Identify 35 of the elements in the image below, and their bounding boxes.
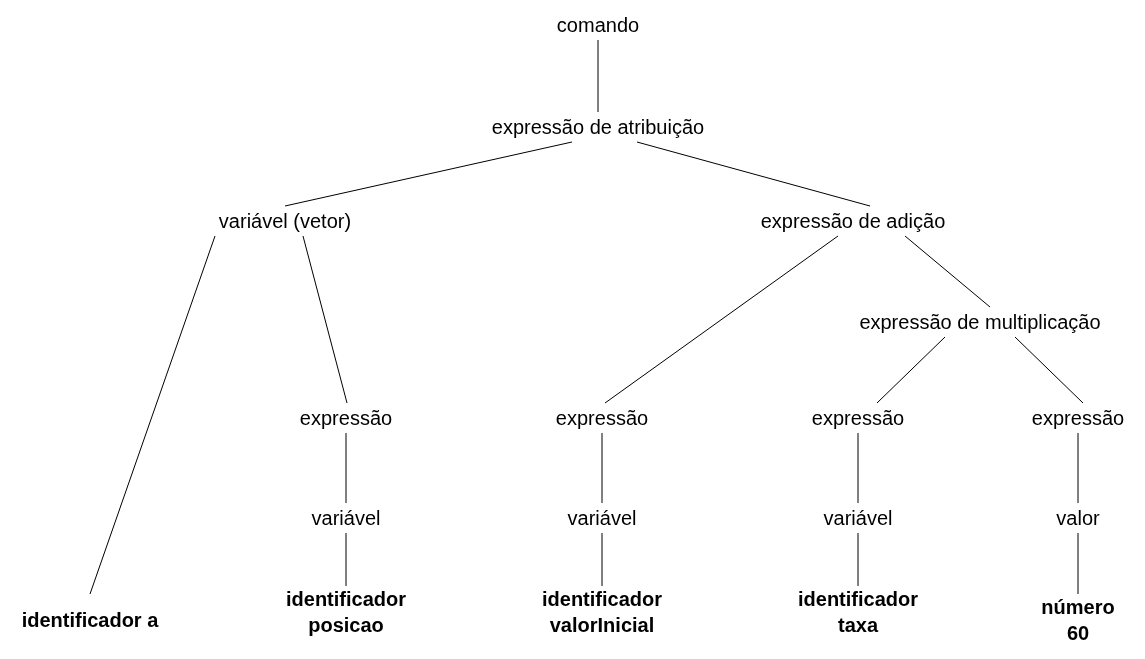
tree-line	[604, 235, 839, 404]
node-label: expressão de multiplicação	[859, 310, 1101, 335]
node-label: variável	[823, 506, 893, 531]
tree-line	[636, 141, 871, 207]
tree-line	[597, 39, 599, 113]
leaf-label: identificador posicao	[285, 587, 407, 638]
tree-line	[345, 532, 347, 587]
leaf-label: número 60	[1040, 595, 1116, 646]
tree-line	[601, 432, 603, 504]
node-label: variável	[311, 506, 381, 531]
tree-line	[857, 432, 859, 504]
tree-line	[601, 532, 603, 587]
node-label: comando	[556, 13, 640, 38]
node-label: expressão	[811, 406, 905, 431]
tree-line	[1014, 336, 1084, 404]
tree-line	[857, 532, 859, 587]
node-label: expressão de atribuição	[491, 115, 705, 140]
node-label: expressão	[299, 406, 393, 431]
tree-line	[1077, 532, 1079, 595]
node-label: expressão	[1031, 406, 1125, 431]
tree-line	[345, 432, 347, 504]
tree-line	[1077, 432, 1079, 504]
leaf-label: identificador a	[21, 608, 159, 633]
tree-line	[284, 141, 573, 207]
node-label: expressão	[555, 406, 649, 431]
node-label: expressão de adição	[760, 209, 946, 234]
tree-line	[876, 336, 946, 404]
node-label: variável	[567, 506, 637, 531]
leaf-label: identificador valorInicial	[541, 587, 663, 638]
node-label: variável (vetor)	[218, 209, 352, 234]
leaf-label: identificador taxa	[797, 587, 919, 638]
tree-line	[904, 235, 991, 308]
tree-line	[89, 235, 216, 595]
tree-line	[302, 235, 348, 404]
node-label: valor	[1056, 506, 1100, 531]
